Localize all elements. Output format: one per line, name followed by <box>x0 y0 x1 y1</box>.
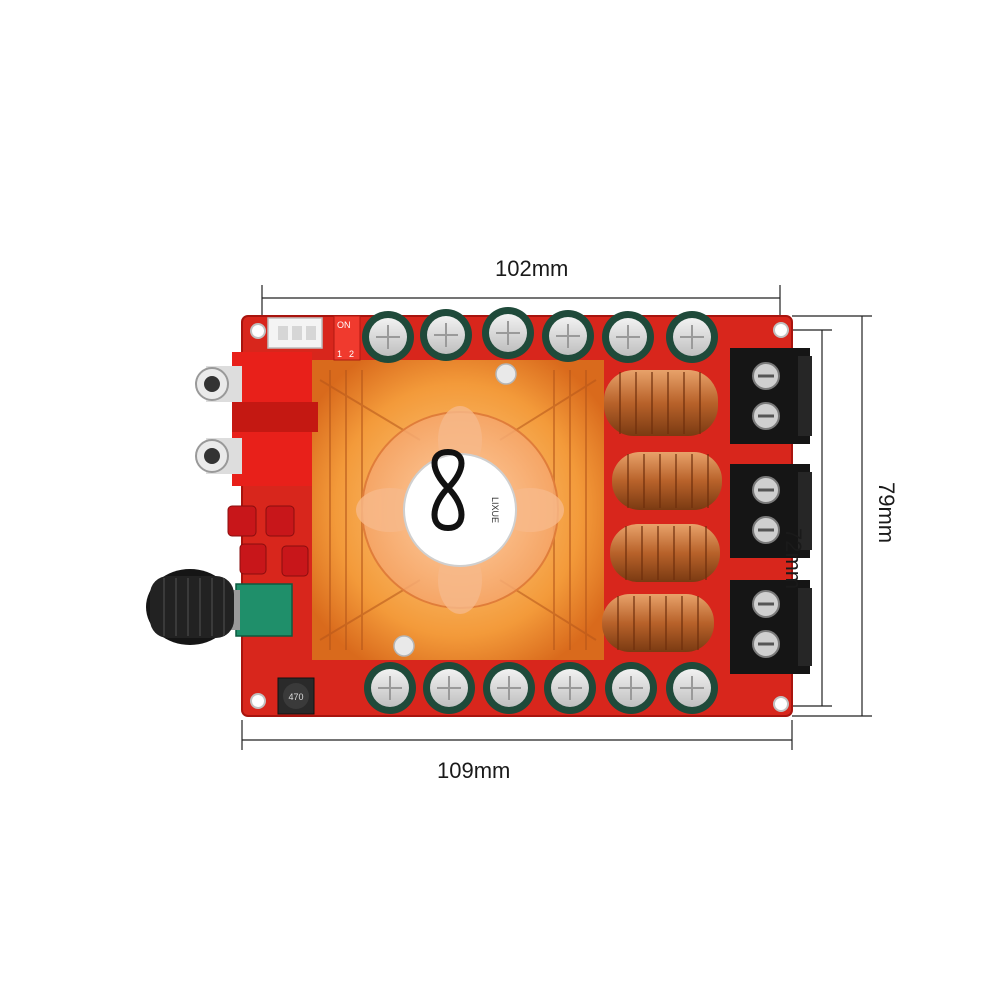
fan-logo-icon <box>431 448 465 532</box>
inner-height-label: 72mm <box>781 528 806 590</box>
terminal-block <box>730 464 812 558</box>
inductor-code-label: 470 <box>288 692 303 702</box>
mounting-hole <box>250 693 266 709</box>
mounting-hole <box>773 696 789 712</box>
standoff <box>393 635 415 657</box>
film-capacitors <box>227 505 309 577</box>
power-inductor: 470 <box>277 677 315 715</box>
mounting-hole <box>773 322 789 338</box>
dip-switch-position-1: 1 <box>337 349 342 359</box>
capacitor <box>482 307 534 359</box>
standoff <box>495 363 517 385</box>
terminal-block <box>730 348 812 444</box>
inductor-coil <box>604 370 718 436</box>
inductor-coil <box>602 594 714 652</box>
top-capacitors <box>362 307 718 363</box>
bottom-width-label: 109mm <box>437 758 511 783</box>
inductor-coil <box>610 524 720 582</box>
capacitor <box>544 662 596 714</box>
mounting-hole <box>250 323 266 339</box>
capacitor <box>602 311 654 363</box>
capacitor <box>420 309 472 361</box>
dimension-lines <box>241 285 872 750</box>
rca-input-jacks <box>195 352 318 486</box>
terminal-block <box>730 580 812 674</box>
inductor-coils <box>602 370 722 652</box>
inductor-coil <box>612 452 722 510</box>
screw-terminals <box>730 348 812 674</box>
dip-switch-position-2: 2 <box>349 349 354 359</box>
capacitor <box>483 662 535 714</box>
rca-jack <box>195 366 242 402</box>
dip-switch-on-label: ON <box>337 320 351 330</box>
dip-switch: ON 1 2 <box>333 315 361 361</box>
input-connector <box>267 317 323 349</box>
cooling-fan: LIXUE <box>356 406 564 614</box>
capacitor <box>362 311 414 363</box>
volume-knob[interactable] <box>146 569 234 645</box>
outer-height-label: 79mm <box>874 482 899 544</box>
capacitor <box>423 662 475 714</box>
top-width-label: 102mm <box>495 256 569 281</box>
capacitor <box>666 311 718 363</box>
rca-jack <box>195 438 242 474</box>
fan-brand-label: LIXUE <box>490 497 500 523</box>
capacitor <box>666 662 718 714</box>
bottom-capacitors <box>364 662 718 714</box>
capacitor <box>364 662 416 714</box>
volume-potentiometer <box>226 583 293 637</box>
capacitor <box>542 310 594 362</box>
capacitor <box>605 662 657 714</box>
